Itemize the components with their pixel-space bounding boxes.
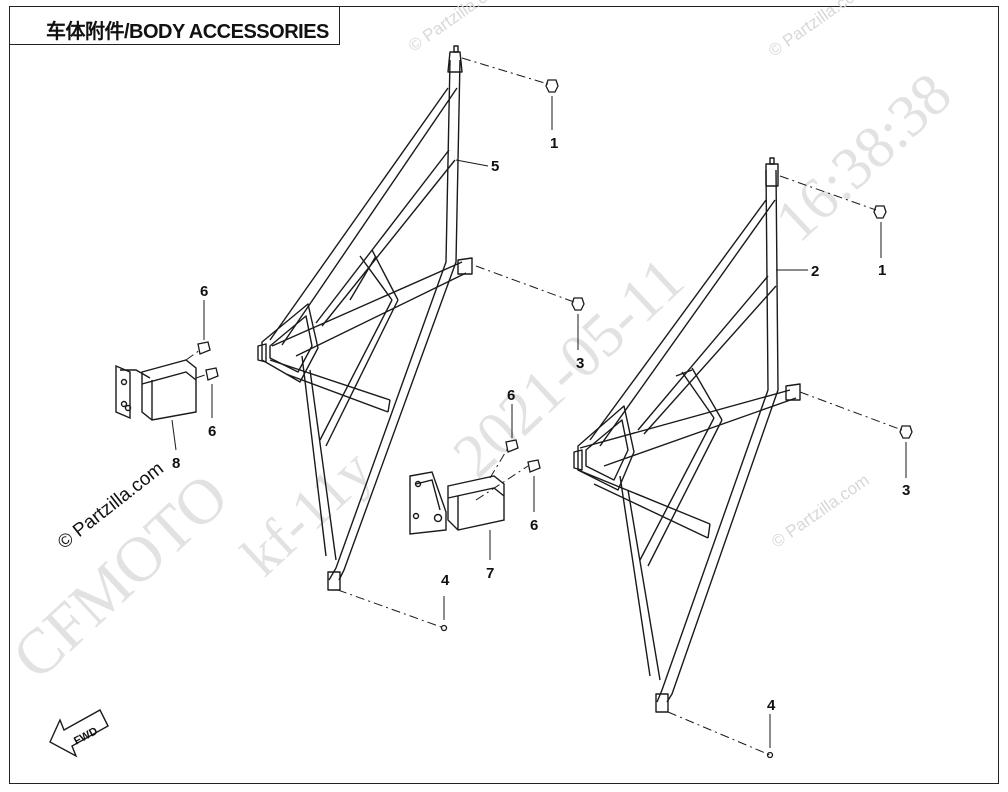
callout-1: 1 [550, 135, 558, 152]
frame-bar-left [257, 45, 473, 591]
callout-4: 4 [767, 697, 776, 714]
callout-6: 6 [208, 423, 216, 440]
page-title: 车体附件/BODY ACCESSORIES [46, 21, 329, 43]
module-bracket-left [115, 359, 197, 421]
callout-4: 4 [441, 572, 450, 589]
frame-bar-right [573, 157, 801, 713]
callout-7: 7 [486, 565, 494, 582]
callout-6: 6 [530, 517, 538, 534]
title-box: 车体附件/BODY ACCESSORIES [9, 6, 340, 45]
assembly-line [185, 57, 903, 756]
leader-line [171, 96, 907, 748]
callout-8: 8 [172, 455, 180, 472]
fwd-arrow [49, 709, 109, 758]
module-bracket-center [409, 471, 505, 535]
callout-1: 1 [878, 262, 886, 279]
callout-6: 6 [507, 387, 515, 404]
callout-6: 6 [200, 283, 208, 300]
fastener [197, 79, 913, 759]
diagram-frame [9, 6, 999, 784]
callout-3: 3 [576, 355, 584, 372]
callout-3: 3 [902, 482, 910, 499]
callout-5: 5 [491, 158, 499, 175]
callout-2: 2 [811, 263, 819, 280]
